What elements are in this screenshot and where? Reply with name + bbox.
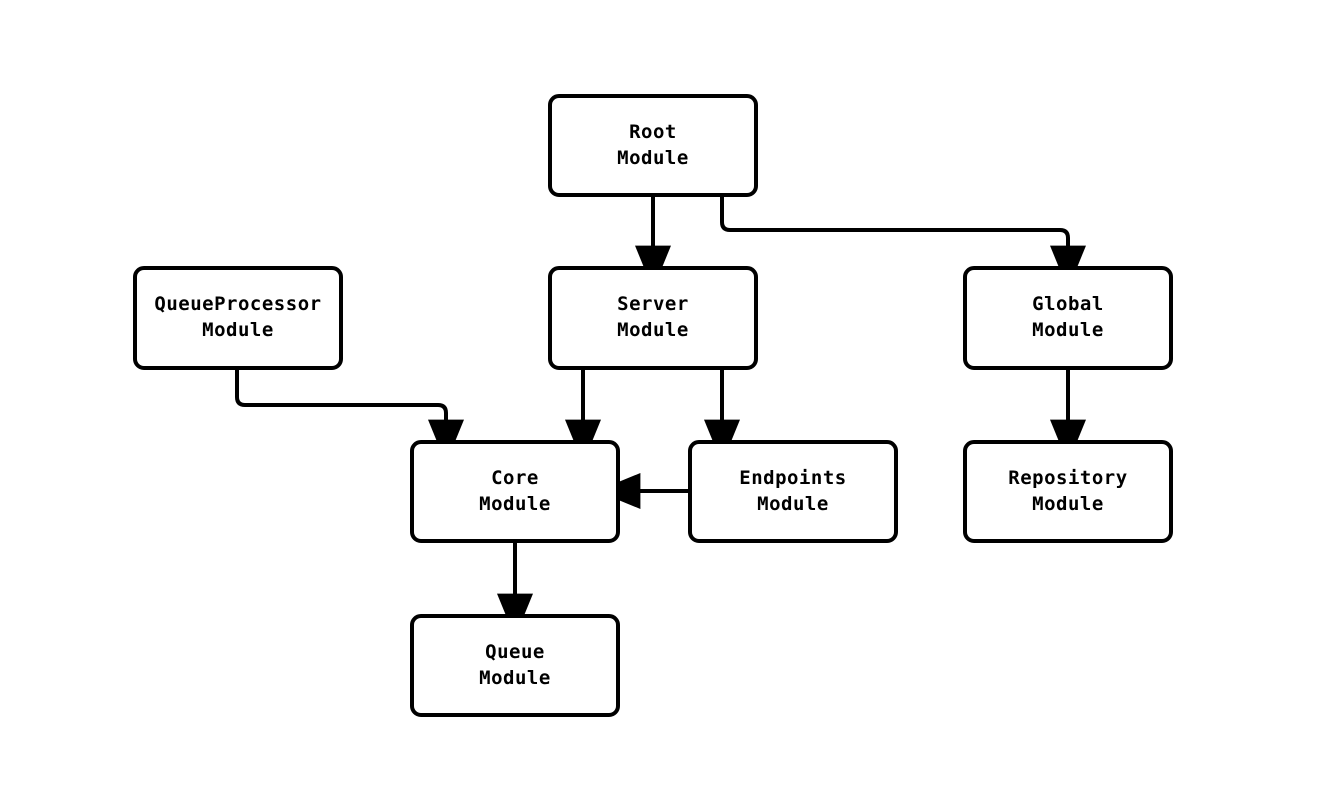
- node-queue-module[interactable]: Queue Module: [410, 614, 620, 717]
- node-label: Endpoints Module: [739, 466, 847, 515]
- node-core-module[interactable]: Core Module: [410, 440, 620, 543]
- node-label: Root Module: [617, 120, 689, 169]
- node-label: Core Module: [479, 466, 551, 515]
- node-label: Queue Module: [479, 640, 551, 689]
- node-label: Repository Module: [1008, 466, 1128, 515]
- node-label: QueueProcessor Module: [154, 293, 322, 341]
- node-root-module[interactable]: Root Module: [548, 94, 758, 197]
- node-queueprocessor-module[interactable]: QueueProcessor Module: [133, 266, 343, 370]
- edge-root-to-global: [720, 197, 1086, 290]
- node-label: Server Module: [617, 293, 689, 341]
- node-label: Global Module: [1032, 293, 1104, 341]
- edge-queueprocessor-to-core: [235, 370, 464, 464]
- node-server-module[interactable]: Server Module: [548, 266, 758, 370]
- node-global-module[interactable]: Global Module: [963, 266, 1173, 370]
- node-repository-module[interactable]: Repository Module: [963, 440, 1173, 543]
- node-endpoints-module[interactable]: Endpoints Module: [688, 440, 898, 543]
